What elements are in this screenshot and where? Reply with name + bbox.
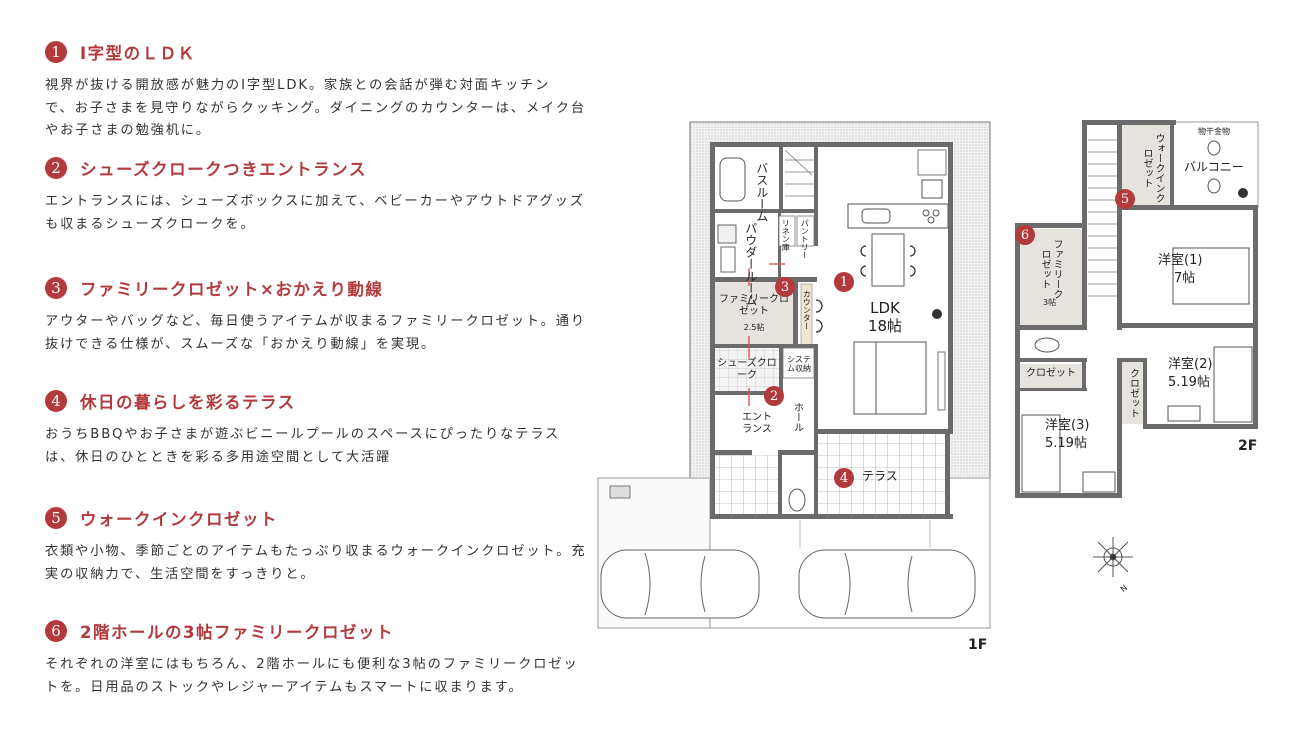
feature-text: 実の収納力で、生活空間をすっきりと。: [45, 566, 316, 582]
toilet-icon: [788, 488, 806, 512]
linen-storage: [778, 215, 796, 247]
floor1-walls: [710, 142, 953, 519]
feature-title: 2階ホールの3帖ファミリークロゼット: [80, 623, 394, 642]
feature-3: 3 ファミリークロゼット×おかえり動線 アウターやバッグなど、毎日使うアイテムが収…: [45, 275, 585, 356]
room-label-room3-size: 5.19帖: [1045, 436, 1087, 451]
room-label-linen: リネン庫: [781, 219, 791, 251]
number-badge: 6: [45, 620, 67, 642]
bed-icon: [1172, 247, 1250, 305]
room-label-dryer: 物干金物: [1198, 127, 1230, 136]
room-label-entrance: エントランス: [742, 412, 772, 435]
feature-text: は、休日のひとときを彩る多用途空間として大活躍: [45, 449, 392, 465]
water-meter-icon: [609, 485, 631, 499]
feature-text: 抜けできる仕様が、スムーズな「おかえり動線」を実現。: [45, 336, 437, 352]
feature-title: I字型のＬＤＫ: [80, 44, 196, 63]
room-label-system-storage: システム収納: [787, 355, 811, 374]
kitchen-counter: [847, 203, 949, 229]
room-label-walkin: ウォークインクロゼット: [1141, 132, 1164, 203]
marker-4: 4: [834, 468, 854, 488]
room-label-room3: 洋室(3): [1045, 418, 1090, 433]
feature-text: トを。日用品のストックやレジャーアイテムもスマートに収まります。: [45, 679, 524, 695]
room-label-powder: パウダールーム: [743, 222, 758, 306]
marker-1: 1: [834, 272, 854, 292]
fridge-icon: [917, 149, 947, 176]
number-badge: 2: [45, 157, 67, 179]
room-label-room1-size: 7帖: [1174, 271, 1196, 286]
feature-title: ファミリークロゼット×おかえり動線: [80, 280, 384, 299]
sink-icon: [861, 208, 891, 224]
washbasin-icon: [720, 246, 736, 273]
room-label-counter: カウンター: [802, 290, 812, 330]
floor2-walls: [1015, 120, 1258, 498]
number-badge: 3: [45, 277, 67, 299]
room-label-family-closet-2f-size: 3帖: [1043, 298, 1057, 307]
stove-icon: [927, 216, 935, 224]
feature-text: も収まるシューズクロークを。: [45, 216, 256, 232]
feature-text: おうちBBQやお子さまが遊ぶビニールプールのスペースにぴったりなテラス: [45, 427, 561, 442]
feature-4: 4 休日の暮らしを彩るテラス おうちBBQやお子さまが遊ぶビニールプールのスペース…: [45, 388, 585, 469]
feature-text: エントランスには、シューズボックスに加えて、ベビーカーやアウトドアグッズ: [45, 194, 585, 209]
room-label-closet-a: クロゼット: [1026, 368, 1076, 379]
number-badge: 5: [45, 507, 67, 529]
plant-icon: [1238, 188, 1248, 198]
pantry: [796, 215, 815, 247]
system-storage: [782, 347, 815, 379]
room-label-shoe-cloak: シューズクローク: [717, 358, 777, 381]
room-label-terrace: テラス: [862, 469, 898, 483]
number-badge: 1: [45, 41, 67, 63]
marker-6: 6: [1015, 225, 1035, 245]
room-label-balcony: バルコニー: [1184, 160, 1244, 174]
floor2-label: 2F: [1238, 438, 1258, 454]
marker-5: 5: [1115, 189, 1135, 209]
room-label-family-closet-size: 2.5帖: [743, 323, 765, 332]
feature-text: やお子さまの勉強机に。: [45, 123, 211, 138]
marker-2: 2: [764, 386, 784, 406]
room-label-pantry: パントリー: [800, 219, 810, 259]
floor1-plan: [597, 121, 991, 629]
room-label-family-closet-2f: ファミリークロゼット: [1039, 239, 1062, 299]
feature-text: で、お子さまを見守りながらクッキング。ダイニングのカウンターは、メイク台: [45, 100, 586, 116]
room-label-ldk-size: 18帖: [867, 317, 903, 335]
feature-text: 衣類や小物、季節ごとのアイテムもたっぷり収まるウォークインクロゼット。充: [45, 544, 587, 559]
feature-title: 休日の暮らしを彩るテラス: [80, 393, 296, 412]
plant-icon: [932, 309, 942, 319]
circulation-arrows: [748, 263, 785, 406]
room-label-closet-b: クロゼット: [1127, 368, 1139, 418]
room-label-room2-size: 5.19帖: [1168, 375, 1210, 390]
floor2-plan: [1015, 120, 1259, 577]
feature-title: ウォークインクロゼット: [80, 510, 278, 529]
compass-icon: [1093, 537, 1133, 577]
feature-6: 6 2階ホールの3帖ファミリークロゼット それぞれの洋室にはもちろん、2階ホールに…: [45, 618, 585, 699]
room-label-room2: 洋室(2): [1168, 357, 1213, 372]
feature-2: 2 シューズクロークつきエントランス エントランスには、シューズボックスに加えて、…: [45, 155, 585, 236]
bathtub-icon: [719, 157, 746, 202]
room-label-family-closet: ファミリークロゼット: [719, 294, 789, 317]
dining-table-icon: [871, 233, 905, 287]
washer-icon: [717, 224, 737, 244]
feature-text: 視界が抜ける開放感が魅力のI字型LDK。家族との会話が弾む対面キッチン: [45, 78, 551, 93]
room-label-ldk: LDK: [870, 299, 900, 317]
feature-title: シューズクロークつきエントランス: [80, 160, 367, 179]
marker-3: 3: [775, 277, 795, 297]
feature-text: アウターやバッグなど、毎日使うアイテムが収まるファミリークロゼット。通り: [45, 314, 586, 329]
room-label-room1: 洋室(1): [1158, 253, 1203, 268]
feature-text: それぞれの洋室にはもちろん、2階ホールにも便利な3帖のファミリークロゼッ: [45, 657, 579, 672]
toilet-icon: [1034, 337, 1060, 353]
car-icons: [600, 549, 976, 619]
dining-chairs: [815, 245, 916, 333]
bed-icon: [1021, 414, 1061, 493]
room-label-bath: バスルーム: [754, 162, 769, 222]
feature-1: 1 I字型のＬＤＫ 視界が抜ける開放感が魅力のI字型LDK。家族との会話が弾む対面…: [45, 39, 585, 143]
bed-icon: [1213, 346, 1253, 423]
tv-board: [937, 351, 946, 411]
room-label-hall: ホール: [791, 402, 803, 432]
number-badge: 4: [45, 390, 67, 412]
feature-5: 5 ウォークインクロゼット 衣類や小物、季節ごとのアイテムもたっぷり収まるウォーク…: [45, 505, 585, 586]
floor1-label: 1F: [968, 637, 988, 653]
